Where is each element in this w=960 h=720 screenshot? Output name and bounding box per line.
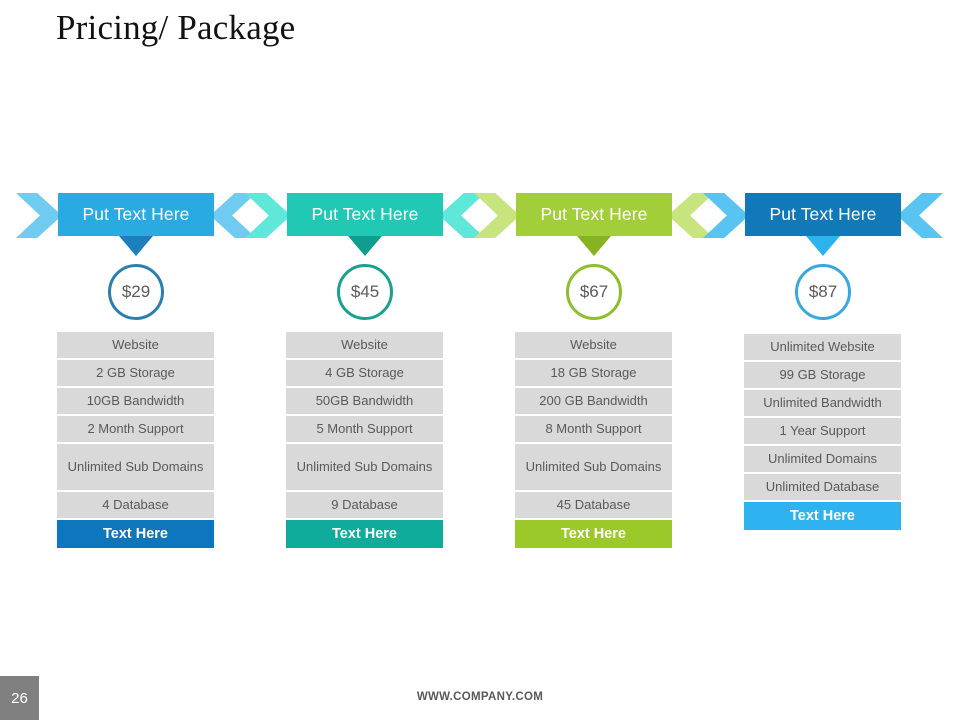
ribbon-label-2[interactable]: Put Text Here <box>287 193 443 236</box>
feature-list-2: Website 4 GB Storage 50GB Bandwidth 5 Mo… <box>286 332 443 548</box>
price-value-2: $45 <box>350 282 380 301</box>
feature-row: Unlimited Sub Domains <box>57 444 214 490</box>
feature-list-3: Website 18 GB Storage 200 GB Bandwidth 8… <box>515 332 672 548</box>
cta-button-4[interactable]: Text Here <box>744 502 901 530</box>
ribbon-label-text-1: Put Text Here <box>82 204 190 224</box>
cta-button-3[interactable]: Text Here <box>515 520 672 548</box>
feature-row: 200 GB Bandwidth <box>515 388 672 414</box>
feature-row: 50GB Bandwidth <box>286 388 443 414</box>
feature-row: 2 Month Support <box>57 416 214 442</box>
feature-row: 2 GB Storage <box>57 360 214 386</box>
feature-row: 10GB Bandwidth <box>57 388 214 414</box>
feature-row: Website <box>57 332 214 358</box>
price-value-4: $87 <box>808 282 838 301</box>
feature-row: 9 Database <box>286 492 443 518</box>
feature-row: 18 GB Storage <box>515 360 672 386</box>
cta-button-2[interactable]: Text Here <box>286 520 443 548</box>
feature-row: Unlimited Sub Domains <box>515 444 672 490</box>
ribbon-pointer-1 <box>119 236 153 256</box>
ribbon-2: Put Text Here <box>245 193 485 256</box>
feature-row: Unlimited Bandwidth <box>744 390 901 416</box>
price-value-1: $29 <box>121 282 151 301</box>
ribbon-label-text-4: Put Text Here <box>769 204 877 224</box>
feature-row: Website <box>515 332 672 358</box>
cta-button-1[interactable]: Text Here <box>57 520 214 548</box>
ribbon-pointer-3 <box>577 236 611 256</box>
ribbon-tail-left-4 <box>703 193 749 238</box>
page-number-text: 26 <box>11 689 28 707</box>
ribbon-tail-right-4 <box>897 193 943 238</box>
page-number-badge: 26 <box>0 676 39 720</box>
ribbon-pointer-2 <box>348 236 382 256</box>
ribbon-4: Put Text Here <box>703 193 943 256</box>
ribbon-label-4[interactable]: Put Text Here <box>745 193 901 236</box>
feature-row: Unlimited Database <box>744 474 901 500</box>
ribbon-tail-left-2 <box>245 193 291 238</box>
feature-row: Unlimited Website <box>744 334 901 360</box>
feature-row: Unlimited Sub Domains <box>286 444 443 490</box>
ribbon-label-1[interactable]: Put Text Here <box>58 193 214 236</box>
feature-row: 8 Month Support <box>515 416 672 442</box>
ribbon-banner-band: Put Text Here Put Text Here Put Text Her… <box>0 193 960 256</box>
ribbon-3: Put Text Here <box>474 193 714 256</box>
ribbon-tail-left-1 <box>16 193 62 238</box>
feature-row: 1 Year Support <box>744 418 901 444</box>
price-value-3: $67 <box>579 282 609 301</box>
ribbon-tail-left-3 <box>474 193 520 238</box>
footer-url: WWW.COMPANY.COM <box>416 691 544 703</box>
feature-row: Website <box>286 332 443 358</box>
price-circle-1: $29 <box>108 264 164 320</box>
ribbon-pointer-4 <box>806 236 840 256</box>
ribbon-1: Put Text Here <box>16 193 256 256</box>
feature-row: 99 GB Storage <box>744 362 901 388</box>
price-circle-3: $67 <box>566 264 622 320</box>
feature-row: 45 Database <box>515 492 672 518</box>
price-circle-2: $45 <box>337 264 393 320</box>
ribbon-label-3[interactable]: Put Text Here <box>516 193 672 236</box>
feature-list-1: Website 2 GB Storage 10GB Bandwidth 2 Mo… <box>57 332 214 548</box>
price-circle-4: $87 <box>795 264 851 320</box>
feature-row: 5 Month Support <box>286 416 443 442</box>
ribbon-label-text-2: Put Text Here <box>311 204 419 224</box>
feature-row: 4 Database <box>57 492 214 518</box>
feature-list-4: Unlimited Website 99 GB Storage Unlimite… <box>744 334 901 530</box>
feature-row: Unlimited Domains <box>744 446 901 472</box>
page-title: Pricing/ Package <box>56 8 296 47</box>
feature-row: 4 GB Storage <box>286 360 443 386</box>
ribbon-label-text-3: Put Text Here <box>540 204 648 224</box>
